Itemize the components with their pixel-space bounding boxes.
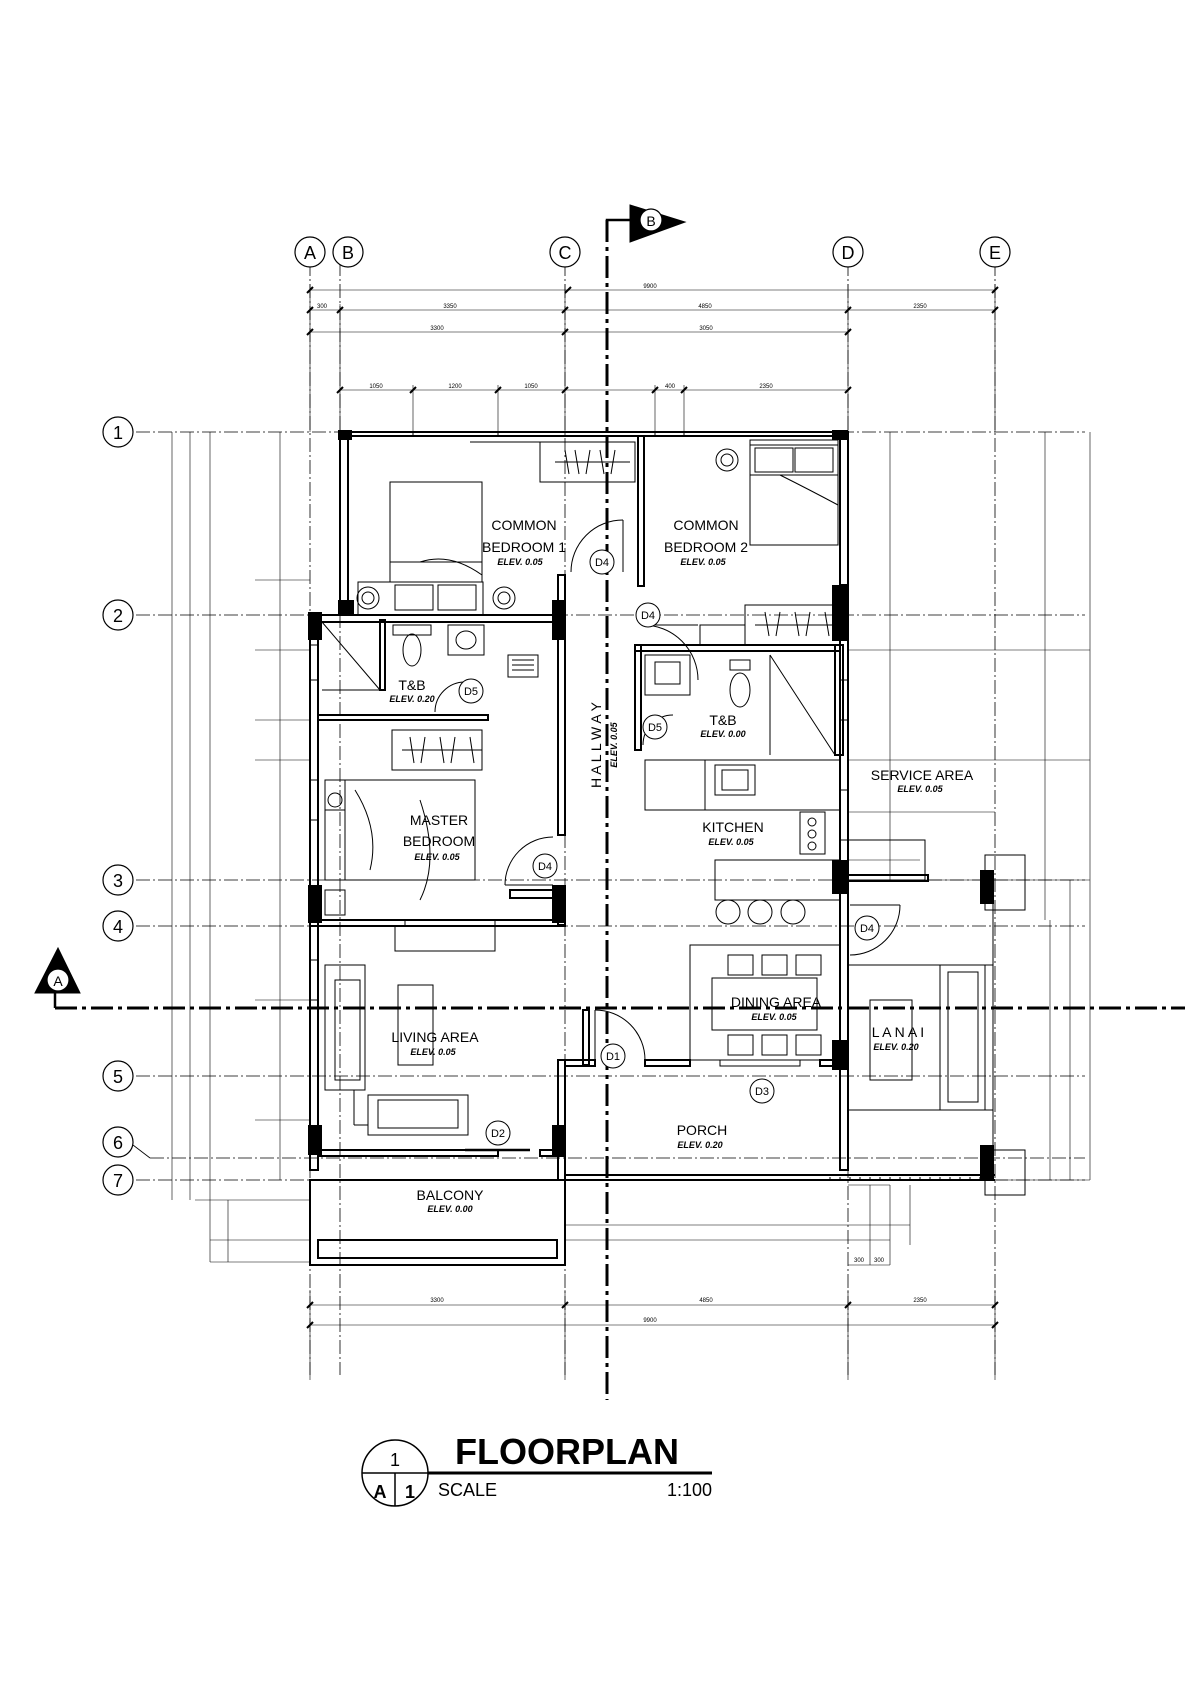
room-kitchen-name: KITCHEN [702,819,763,835]
svg-text:300: 300 [854,1258,865,1264]
title-sheet-ref: A [374,1482,387,1502]
room-porch-elev: ELEV. 0.20 [677,1140,722,1150]
grid-label-5: 5 [113,1067,123,1087]
svg-text:1050: 1050 [369,384,383,390]
title-sheet-number: 1 [405,1482,415,1502]
grid-label-2: 2 [113,606,123,626]
door-tag-d1: D1 [606,1051,620,1063]
svg-text:3050: 3050 [699,326,713,332]
svg-text:3300: 3300 [430,1298,444,1304]
title-drawing-number: 1 [390,1450,400,1470]
room-master-bedroom-line1: MASTER [410,812,468,828]
dimension-ticks [306,286,999,1329]
door-tags [458,549,880,1146]
door-tag-d5-a: D5 [464,686,478,698]
grid-label-1: 1 [113,423,123,443]
room-dining-area-elev: ELEV. 0.05 [751,1012,797,1022]
room-balcony-elev: ELEV. 0.00 [427,1204,472,1214]
svg-text:9900: 9900 [643,284,657,290]
svg-text:2350: 2350 [913,304,927,310]
section-marker-b [629,204,687,243]
room-living-area-elev: ELEV. 0.05 [410,1047,456,1057]
grid-label-7: 7 [113,1171,123,1191]
section-label-b: B [646,213,655,229]
room-living-area-name: LIVING AREA [391,1029,479,1045]
room-service-area-name: SERVICE AREA [871,767,974,783]
svg-text:1200: 1200 [448,384,462,390]
grid-bubbles [102,236,1011,1196]
room-lanai-elev: ELEV. 0.20 [873,1042,918,1052]
grid-label-a: A [304,243,316,263]
grid-label-6: 6 [113,1133,123,1153]
svg-text:2350: 2350 [759,384,773,390]
room-porch-name: PORCH [677,1122,728,1138]
section-lines [55,220,1185,1400]
room-hallway-name: H A L L W A Y [588,701,604,788]
room-tb-1-elev: ELEV. 0.20 [389,694,434,704]
door-swings [434,519,901,1152]
furniture [321,439,1026,1196]
room-balcony-name: BALCONY [417,1187,485,1203]
room-kitchen-elev: ELEV. 0.05 [708,837,754,847]
grid-label-3: 3 [113,871,123,891]
grid-label-b: B [342,243,354,263]
columns [308,430,994,1179]
grid-label-c: C [559,243,572,263]
title-block [361,1439,712,1507]
room-common-bedroom-1-line2: BEDROOM 1 [482,539,566,555]
room-common-bedroom-1-elev: ELEV. 0.05 [497,557,543,567]
dimension-lines [171,284,1091,1380]
grid-lines [136,262,1085,1375]
svg-text:3350: 3350 [443,304,457,310]
scale-value: 1:100 [667,1480,712,1500]
room-tb-2-elev: ELEV. 0.00 [700,729,745,739]
door-tag-d2: D2 [491,1128,505,1140]
room-common-bedroom-2-elev: ELEV. 0.05 [680,557,726,567]
svg-text:1050: 1050 [524,384,538,390]
grid-label-4: 4 [113,917,123,937]
svg-text:2350: 2350 [913,1298,927,1304]
scale-label: SCALE [438,1480,497,1500]
grid-label-d: D [842,243,855,263]
svg-text:300: 300 [317,304,328,310]
door-tag-d4-b: D4 [641,610,655,622]
drawing-title: FLOORPLAN [455,1431,679,1472]
svg-text:400: 400 [665,384,676,390]
door-tag-d4-a: D4 [595,557,609,569]
room-tb-1-name: T&B [398,677,425,693]
svg-text:4850: 4850 [699,1298,713,1304]
room-hallway-elev: ELEV. 0.05 [609,721,619,767]
door-tag-d4-d: D4 [860,923,874,935]
section-label-a: A [53,973,63,989]
room-dining-area-name: DINING AREA [731,994,822,1010]
room-master-bedroom-line2: BEDROOM [403,833,475,849]
room-common-bedroom-2-line2: BEDROOM 2 [664,539,748,555]
svg-text:9900: 9900 [643,1318,657,1324]
section-marker-a [34,946,81,994]
room-tb-2-name: T&B [709,712,736,728]
room-service-area-elev: ELEV. 0.05 [897,784,943,794]
windows [309,431,849,1067]
door-tag-d3: D3 [755,1086,769,1098]
room-master-bedroom-elev: ELEV. 0.05 [414,852,460,862]
door-tag-d5-b: D5 [648,722,662,734]
svg-text:4850: 4850 [698,304,712,310]
room-common-bedroom-2-line1: COMMON [673,517,738,533]
door-tag-d4-c: D4 [538,861,552,873]
room-common-bedroom-1-line1: COMMON [491,517,556,533]
grid-label-e: E [989,243,1001,263]
svg-text:300: 300 [874,1258,885,1264]
svg-text:3300: 3300 [430,326,444,332]
room-lanai-name: L A N A I [872,1024,924,1040]
